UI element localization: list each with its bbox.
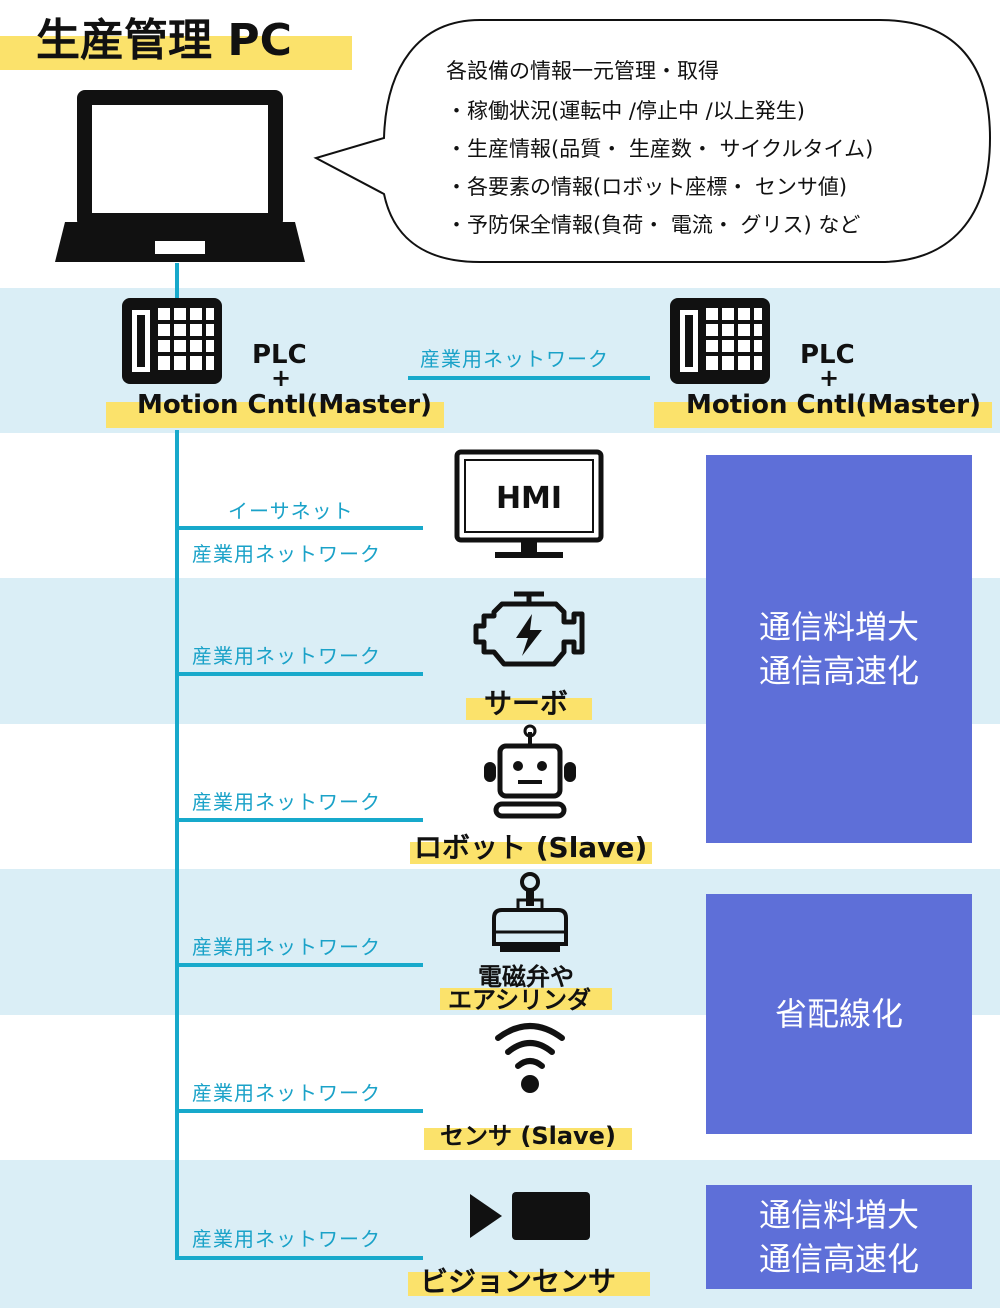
servo-label: サーボ [484,687,569,720]
sensor-network-label: 産業用ネットワーク [192,1081,381,1105]
page-title: 生産管理 PC [36,15,292,66]
bubble-heading: 各設備の情報一元管理・取得 [446,59,719,83]
valve-highlight [440,988,612,1010]
block-traffic-speed: 通信料増大 通信高速化 [706,455,972,843]
valve-label-line2: エアシリンダ [448,986,592,1014]
valve-network-label: 産業用ネットワーク [192,935,381,959]
valve-label-line1: 電磁弁や [478,963,574,991]
sensor-highlight [424,1128,632,1150]
block-bottom-line1: 通信料増大 [758,1196,919,1234]
hmi-monitor-icon: HMI [454,449,604,558]
bubble-text: 各設備の情報一元管理・取得 ・稼働状況(運転中 /停止中 /以上発生) ・生産情… [446,52,873,244]
bubble-item: ・各要素の情報(ロボット座標・ センサ値) [446,175,848,199]
plc-icon [122,298,222,384]
servo-highlight [466,698,592,720]
robot-label: ロボット (Slave) [414,831,648,864]
servo-network-label: 産業用ネットワーク [192,644,381,668]
sensor-link-line [175,1109,423,1113]
hmi-link-line [175,526,423,530]
laptop-icon [55,90,305,262]
hmi-network-label: 産業用ネットワーク [192,542,381,566]
plc-left-highlight [106,402,444,428]
hmi-screen-text: HMI [496,481,562,516]
block-wiring-reduction: 省配線化 [706,894,972,1134]
block-top-line2: 通信高速化 [758,652,919,690]
block-bottom-line2: 通信高速化 [758,1240,919,1278]
plc-right-motion-label: Motion Cntl(Master) [686,390,981,420]
speech-bubble [313,19,992,263]
vision-network-label: 産業用ネットワーク [192,1227,381,1251]
vision-highlight [408,1272,650,1296]
pc-link-line [175,263,179,303]
block-top-line1: 通信料増大 [758,608,919,646]
plc-link-line [408,376,650,380]
bus-line [175,430,179,1260]
bubble-item: ・稼働状況(運転中 /停止中 /以上発生) [446,99,805,123]
title-highlight [0,36,352,70]
bubble-item: ・生産情報(品質・ 生産数・ サイクルタイム) [446,137,874,161]
robot-link-line [175,818,423,822]
vision-link-line [175,1256,423,1260]
plc-right-highlight [654,402,992,428]
robot-network-label: 産業用ネットワーク [192,790,381,814]
sensor-label: センサ (Slave) [440,1122,616,1150]
vision-camera-icon [470,1192,590,1240]
plc-link-label: 産業用ネットワーク [420,347,609,371]
robot-highlight [410,842,652,864]
plc-right-label: PLC [800,340,855,370]
servo-link-line [175,672,423,676]
wireless-sensor-icon [495,1023,565,1093]
servo-motor-icon [473,591,585,667]
plc-left-label: PLC [252,340,307,370]
bubble-item: ・予防保全情報(負荷・ 電流・ グリス) など [446,213,861,237]
robot-icon [484,724,576,819]
plc-left-plus: + [271,364,292,392]
block-middle-line1: 省配線化 [774,995,903,1033]
vision-label: ビジョンセンサ [420,1265,617,1298]
plc-left-motion-label: Motion Cntl(Master) [137,390,432,420]
block-traffic-speed-bottom: 通信料増大 通信高速化 [706,1185,972,1289]
air-cylinder-icon [492,872,568,952]
ethernet-label: イーサネット [228,499,354,523]
valve-link-line [175,963,423,967]
plc-right-plus: + [819,364,840,392]
plc-icon [670,298,770,384]
